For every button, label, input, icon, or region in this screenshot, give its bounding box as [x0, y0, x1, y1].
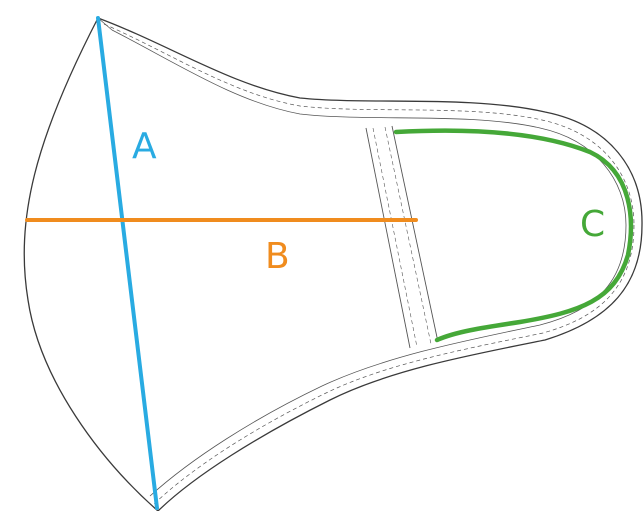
top-seam-inner	[111, 29, 627, 226]
divider-seam-stitch-1	[372, 127, 418, 348]
divider-seam-right	[391, 125, 439, 343]
divider-seam-left	[365, 127, 411, 349]
left-seam-strip	[97, 17, 113, 31]
bottom-seam-inner	[149, 224, 627, 497]
measure-line-a	[96, 16, 159, 510]
divider-seam-stitch-2	[384, 126, 432, 345]
mask-outline	[23, 17, 643, 511]
label-b: B	[265, 236, 290, 277]
label-a: A	[132, 126, 157, 167]
bottom-seam-stitch	[153, 224, 635, 505]
label-c: C	[580, 204, 605, 245]
top-seam-stitch	[103, 23, 635, 226]
measure-curve-c	[393, 128, 634, 343]
